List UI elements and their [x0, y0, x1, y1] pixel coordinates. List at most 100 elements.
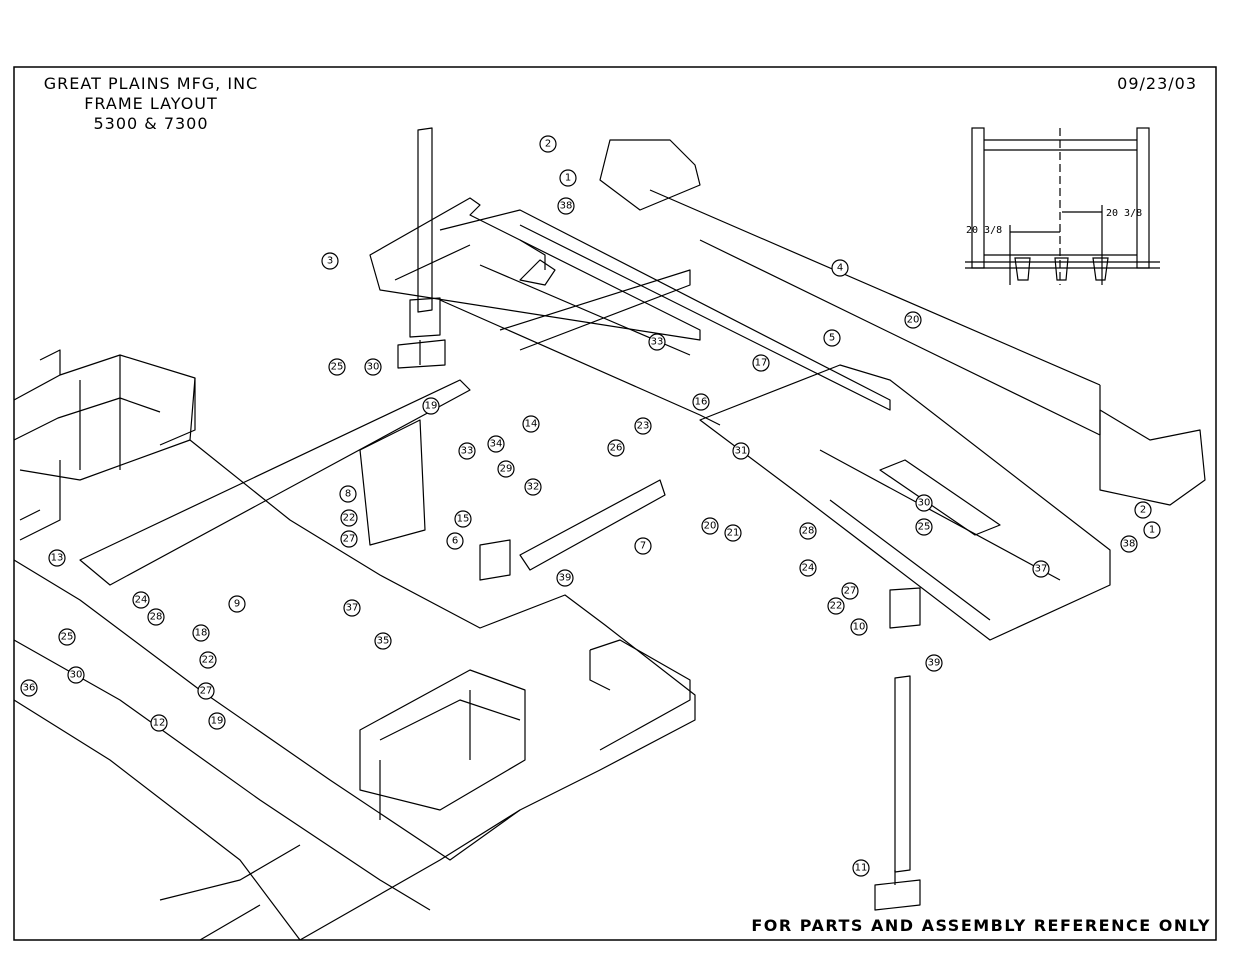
- callout-16: 16: [692, 393, 710, 411]
- callout-27: 27: [841, 582, 859, 600]
- svg-text:16: 16: [695, 397, 708, 408]
- callout-39: 39: [556, 569, 574, 587]
- svg-text:33: 33: [461, 446, 474, 457]
- callout-34: 34: [487, 435, 505, 453]
- svg-text:15: 15: [457, 514, 470, 525]
- inset-view: [965, 127, 1160, 285]
- svg-text:35: 35: [377, 636, 390, 647]
- svg-text:26: 26: [610, 443, 623, 454]
- svg-text:5: 5: [829, 333, 835, 344]
- svg-text:39: 39: [559, 573, 572, 584]
- svg-text:19: 19: [425, 401, 438, 412]
- svg-text:20: 20: [704, 521, 717, 532]
- svg-text:2: 2: [1140, 505, 1146, 516]
- callout-21: 21: [724, 524, 742, 542]
- model-numbers: 5300 & 7300: [93, 114, 209, 133]
- callout-balloons: 1 1 2 2 3 4 5 6 7 8 9 10 11 12 13 14 15 …: [20, 135, 1161, 877]
- callout-11: 11: [852, 859, 870, 877]
- callout-32: 32: [524, 478, 542, 496]
- svg-text:29: 29: [500, 464, 513, 475]
- callout-13: 13: [48, 549, 66, 567]
- callout-30: 30: [915, 494, 933, 512]
- callout-28: 28: [799, 522, 817, 540]
- svg-text:24: 24: [135, 595, 148, 606]
- callout-17: 17: [752, 354, 770, 372]
- main-toolbar-frame: [13, 349, 696, 941]
- drawing-date: 09/23/03: [1117, 74, 1197, 93]
- callout-8: 8: [339, 485, 357, 503]
- svg-text:30: 30: [918, 498, 931, 509]
- svg-text:1: 1: [1149, 525, 1155, 536]
- callout-5: 5: [823, 329, 841, 347]
- callout-19: 19: [208, 712, 226, 730]
- svg-text:38: 38: [1123, 539, 1136, 550]
- svg-text:22: 22: [202, 655, 215, 666]
- callout-26: 26: [607, 439, 625, 457]
- hitch-links: [79, 379, 666, 586]
- callout-24: 24: [799, 559, 817, 577]
- axle-assembly: [599, 139, 1206, 506]
- svg-text:33: 33: [651, 337, 664, 348]
- callout-2: 2: [539, 135, 557, 153]
- svg-text:18: 18: [195, 628, 208, 639]
- svg-text:7: 7: [640, 541, 646, 552]
- svg-text:13: 13: [51, 553, 64, 564]
- dimension-left: 20 3/8: [966, 225, 1002, 236]
- svg-text:36: 36: [23, 683, 36, 694]
- svg-text:9: 9: [234, 599, 240, 610]
- callout-22: 22: [340, 509, 358, 527]
- callout-33: 33: [648, 333, 666, 351]
- callout-35: 35: [374, 632, 392, 650]
- svg-text:27: 27: [844, 586, 857, 597]
- svg-text:32: 32: [527, 482, 540, 493]
- callout-20: 20: [701, 517, 719, 535]
- svg-text:30: 30: [367, 362, 380, 373]
- jack-stand-left: [397, 127, 446, 369]
- drawing-title: FRAME LAYOUT: [84, 94, 218, 113]
- company-name: GREAT PLAINS MFG, INC: [43, 74, 259, 93]
- callout-38: 38: [1120, 535, 1138, 553]
- svg-text:11: 11: [855, 863, 868, 874]
- callout-25: 25: [58, 628, 76, 646]
- callout-2: 2: [1134, 501, 1152, 519]
- callout-25: 25: [328, 358, 346, 376]
- svg-text:24: 24: [802, 563, 815, 574]
- callout-25: 25: [915, 518, 933, 536]
- svg-text:1: 1: [565, 173, 571, 184]
- callout-27: 27: [197, 682, 215, 700]
- callout-22: 22: [199, 651, 217, 669]
- callout-1: 1: [1143, 521, 1161, 539]
- callout-6: 6: [446, 532, 464, 550]
- callout-9: 9: [228, 595, 246, 613]
- callout-28: 28: [147, 608, 165, 626]
- svg-text:2: 2: [545, 139, 551, 150]
- callout-18: 18: [192, 624, 210, 642]
- callout-30: 30: [364, 358, 382, 376]
- svg-text:17: 17: [755, 358, 768, 369]
- svg-text:22: 22: [343, 513, 356, 524]
- svg-text:22: 22: [830, 601, 843, 612]
- callout-27: 27: [340, 530, 358, 548]
- svg-text:8: 8: [345, 489, 351, 500]
- svg-text:34: 34: [490, 439, 503, 450]
- svg-text:37: 37: [346, 603, 359, 614]
- svg-text:38: 38: [560, 201, 573, 212]
- svg-text:23: 23: [637, 421, 650, 432]
- callout-39: 39: [925, 654, 943, 672]
- right-wing-frame: [699, 364, 1111, 641]
- callout-29: 29: [497, 460, 515, 478]
- svg-text:37: 37: [1035, 564, 1048, 575]
- jack-stand-right: [874, 587, 921, 911]
- callout-24: 24: [132, 591, 150, 609]
- callout-10: 10: [850, 618, 868, 636]
- sheet-border: [13, 66, 1217, 941]
- svg-text:3: 3: [327, 256, 333, 267]
- callout-38: 38: [557, 197, 575, 215]
- svg-text:20: 20: [907, 315, 920, 326]
- callout-7: 7: [634, 537, 652, 555]
- dimension-right: 20 3/8: [1106, 208, 1142, 219]
- callout-14: 14: [522, 415, 540, 433]
- svg-text:21: 21: [727, 528, 740, 539]
